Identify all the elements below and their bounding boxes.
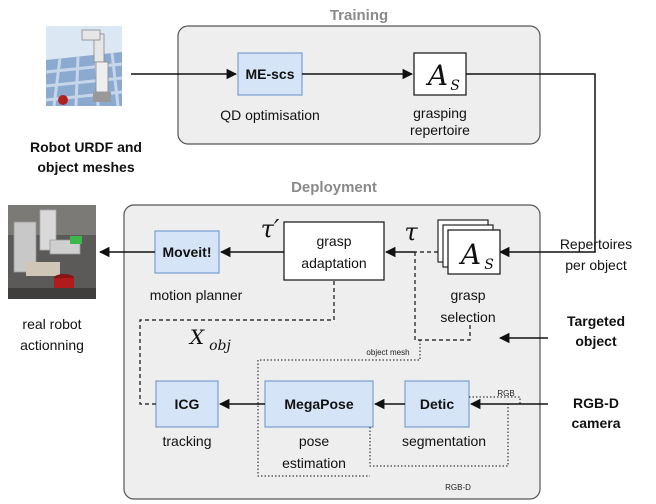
moveit-caption: motion planner bbox=[150, 287, 243, 303]
mescs-title: ME-scs bbox=[245, 66, 294, 82]
megapose-caption-line2: estimation bbox=[282, 455, 346, 471]
icg-title: ICG bbox=[175, 396, 200, 412]
moveit-title: Moveit! bbox=[163, 244, 212, 260]
object-mesh-label: object mesh bbox=[366, 348, 409, 357]
grasp-selection-symbol: A bbox=[458, 238, 481, 271]
dotted-rgbd bbox=[369, 404, 509, 467]
mescs-box bbox=[237, 52, 303, 96]
repertoire-symbol: A bbox=[425, 59, 448, 92]
repertoires-label-line2: per object bbox=[565, 257, 627, 273]
targeted-object-label-line1: Targeted bbox=[567, 313, 625, 329]
repertoire-caption-line2: repertoire bbox=[410, 122, 470, 138]
rgbd-label: RGB-D bbox=[445, 483, 471, 492]
megapose-title: MegaPose bbox=[284, 396, 353, 412]
grasp-selection-subscript: S bbox=[484, 257, 494, 273]
repertoires-label-line1: Repertoires bbox=[560, 236, 632, 252]
real-robot-label-line1: real robot bbox=[22, 316, 81, 332]
rgb-label: RGB bbox=[497, 389, 514, 398]
tau-prime-label: τ′ bbox=[261, 215, 280, 243]
robot-urdf-label-line1: Robot URDF and bbox=[30, 139, 142, 155]
dashed-tracking-to-selection bbox=[414, 252, 471, 341]
mescs-caption: QD optimisation bbox=[220, 107, 320, 123]
real-robot-photo bbox=[8, 205, 96, 299]
dashed-icg-to-adaptation bbox=[139, 280, 335, 405]
dotted-object-mesh bbox=[257, 340, 421, 477]
grasp-selection-stack bbox=[437, 219, 501, 275]
rgbd-camera-label-line2: camera bbox=[571, 415, 620, 431]
repertoire-caption-line1: grasping bbox=[413, 105, 467, 121]
moveit-box bbox=[154, 230, 220, 274]
grasp-adaptation-line1: grasp bbox=[316, 233, 351, 249]
icg-caption: tracking bbox=[162, 433, 211, 449]
training-section-title: Training bbox=[330, 7, 388, 24]
x-obj-subscript: obj bbox=[209, 338, 231, 354]
detic-title: Detic bbox=[420, 396, 454, 412]
repertoire-box bbox=[413, 52, 467, 96]
megapose-caption-line1: pose bbox=[299, 433, 330, 449]
rgbd-camera-label-line1: RGB-D bbox=[573, 395, 619, 411]
real-robot-label-line2: actionning bbox=[20, 337, 84, 353]
deployment-section-title: Deployment bbox=[291, 179, 377, 196]
grasp-adaptation-box bbox=[283, 221, 385, 281]
grasp-selection-caption-line1: grasp bbox=[450, 287, 485, 303]
detic-caption: segmentation bbox=[402, 433, 486, 449]
grasp-adaptation-line2: adaptation bbox=[301, 255, 366, 271]
icg-box bbox=[155, 380, 219, 428]
robot-urdf-label-line2: object meshes bbox=[37, 159, 134, 175]
repertoire-subscript: S bbox=[450, 78, 460, 94]
detic-box bbox=[404, 380, 470, 428]
grasp-selection-caption-line2: selection bbox=[440, 309, 495, 325]
x-obj-label: X bbox=[188, 325, 205, 349]
training-panel bbox=[177, 25, 541, 145]
tau-label: τ bbox=[404, 218, 418, 246]
arrow-repertoire-to-selection bbox=[466, 73, 596, 258]
targeted-object-label-line2: object bbox=[575, 333, 617, 349]
robot-simulation-image bbox=[45, 26, 123, 107]
